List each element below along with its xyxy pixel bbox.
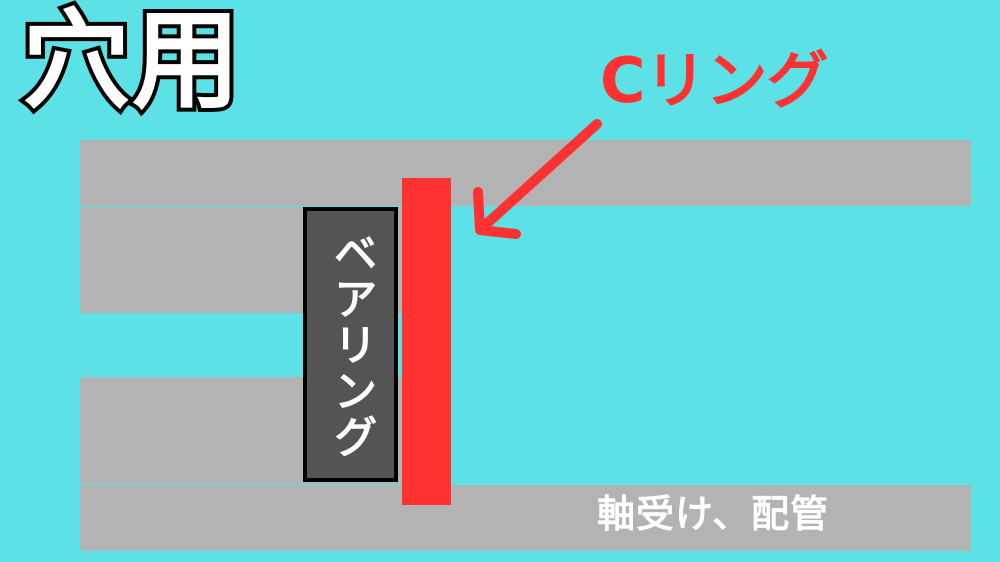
page-title: 穴用 <box>18 0 244 124</box>
usage-label: 軸受け、配管 <box>597 492 830 536</box>
c-ring <box>402 178 451 505</box>
housing-wall-bottom <box>80 485 971 551</box>
bearing-label: ベアリング <box>325 229 377 460</box>
arrow-head <box>473 187 521 239</box>
arrow-down-left-icon <box>473 119 602 239</box>
c-ring-label: Cリング <box>600 44 829 117</box>
bearing: ベアリング <box>303 207 398 482</box>
arrow-shaft <box>477 119 602 233</box>
